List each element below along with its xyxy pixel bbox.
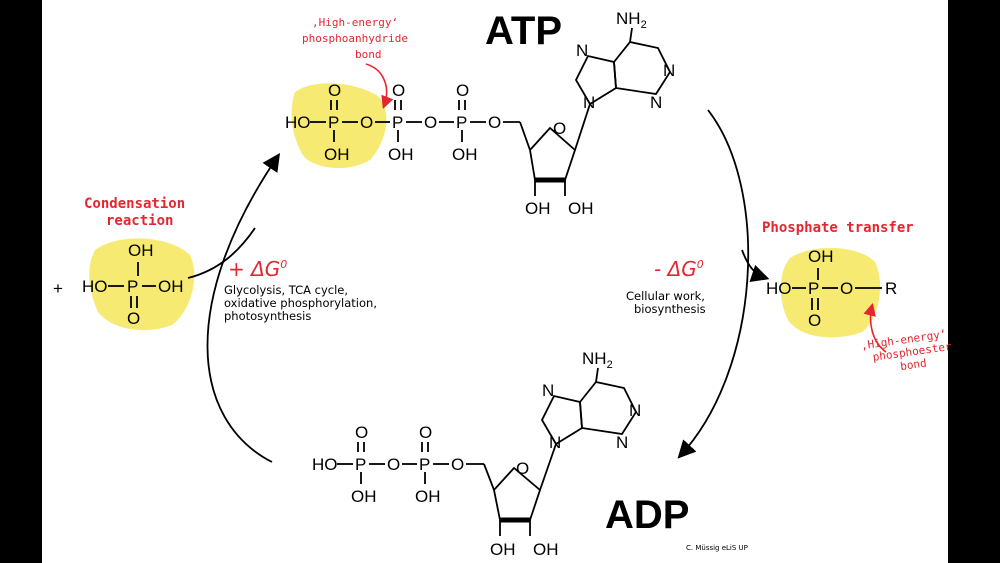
consumption-process-1: Cellular work, <box>626 289 705 303</box>
free-phosphate: + OH HO P OH O <box>53 241 184 328</box>
atp-p3-text: P <box>456 113 467 132</box>
adp-molecule: HO P O P O O O OH OH O OH OH <box>312 349 689 559</box>
consumption-process-2: biosynthesis <box>634 302 706 316</box>
anhydride-line1: ‚High-energy‘ <box>312 16 398 29</box>
atp-p1-text: P <box>328 113 339 132</box>
atp-ho-text: HO <box>285 113 311 132</box>
tp-oh-top: OH <box>808 247 834 266</box>
image-credit: C. Müssig eLiS UP <box>686 544 748 552</box>
tp-o-bottom: O <box>808 311 821 330</box>
pi-oh-right: OH <box>158 277 184 296</box>
adp-o1-text: O <box>387 455 400 474</box>
atp-ribose-o: O <box>553 119 566 138</box>
atp-o-up3: O <box>456 81 469 100</box>
condensation-label: Condensation reaction <box>84 196 185 229</box>
anhydride-line2: phosphoanhydride <box>302 32 408 45</box>
synthesis-process-1: Glycolysis, TCA cycle, <box>224 283 348 297</box>
pi-o-bottom: O <box>127 309 140 328</box>
atp-oh-down2: OH <box>388 145 414 164</box>
plus-dg: + ΔG0 <box>228 257 287 281</box>
anhydride-bond-label: ‚High-energy‘ phosphoanhydride bond <box>302 16 408 109</box>
condensation-line2: reaction <box>106 213 173 229</box>
atp-oh-down3: OH <box>452 145 478 164</box>
hydrolysis-arrow <box>677 109 750 459</box>
adp-title: ADP <box>605 493 689 537</box>
synthesis-energy-label: + ΔG0 Glycolysis, TCA cycle, oxidative p… <box>224 257 377 323</box>
atp-ribose-oh2: OH <box>568 199 594 218</box>
ester-bond-label: ‚High-energy‘ phosphoester bond <box>860 327 953 373</box>
adp-oh-down1: OH <box>351 487 377 506</box>
atp-oh-down1: OH <box>324 145 350 164</box>
adp-ribose-o: O <box>516 459 529 478</box>
tp-ho: HO <box>766 279 792 298</box>
cycle-arrows <box>187 109 770 463</box>
adp-ribose-oh2: OH <box>533 540 559 559</box>
highlight-transferred-phosphate <box>780 247 881 338</box>
hydrolysis-energy-label: - ΔG0 Cellular work, biosynthesis <box>626 257 706 316</box>
atp-n3: N <box>650 93 662 112</box>
adp-ho-text: HO <box>312 455 338 474</box>
synthesis-process-2: oxidative phosphorylation, <box>224 296 377 310</box>
adp-o2-text: O <box>451 455 464 474</box>
atp-o-up1: O <box>328 81 341 100</box>
atp-o2-text: O <box>424 113 437 132</box>
synthesis-process-3: photosynthesis <box>224 309 311 323</box>
adp-ribose-oh1: OH <box>490 540 516 559</box>
minus-dg: - ΔG0 <box>654 257 704 281</box>
phosphate-transfer-label: Phosphate transfer <box>762 220 914 236</box>
tp-o: O <box>840 279 853 298</box>
atp-o1-text: O <box>360 113 373 132</box>
adp-p2-text: P <box>419 455 430 474</box>
plus-sign: + <box>53 279 63 298</box>
atp-n1: N <box>663 61 675 80</box>
adp-nh2: NH2 <box>582 349 613 371</box>
adp-p1-text: P <box>355 455 366 474</box>
highlight-free-phosphate <box>89 238 195 331</box>
atp-p2-text: P <box>392 113 403 132</box>
adp-o-up1: O <box>355 423 368 442</box>
atp-title: ATP <box>485 9 562 53</box>
pi-ho: HO <box>82 277 108 296</box>
atp-nh2: NH2 <box>616 9 647 31</box>
tp-p: P <box>808 279 819 298</box>
atp-o3-text: O <box>488 113 501 132</box>
synthesis-arrow <box>206 153 281 463</box>
atp-molecule: HO P O P O P O O O O OH OH <box>285 9 675 218</box>
atp-n7: N <box>576 41 588 60</box>
adp-n3: N <box>616 433 628 452</box>
atp-n9: N <box>583 93 595 112</box>
adp-o-up2: O <box>419 423 432 442</box>
ester-line3: bond <box>899 356 927 373</box>
adp-n1: N <box>629 401 641 420</box>
pi-oh-top: OH <box>128 241 154 260</box>
anhydride-line3: bond <box>355 48 382 61</box>
tp-r: R <box>885 279 897 298</box>
phosphate-transfer-arrow <box>741 249 770 282</box>
condensation-join-arrow <box>187 227 256 279</box>
adp-n9: N <box>549 433 561 452</box>
adp-n7: N <box>542 381 554 400</box>
pi-p: P <box>127 277 138 296</box>
condensation-line1: Condensation <box>84 196 185 212</box>
highlight-terminal-phosphate <box>291 83 387 169</box>
adp-oh-down2: OH <box>415 487 441 506</box>
atp-o-up2: O <box>392 81 405 100</box>
atp-ribose-oh1: OH <box>525 199 551 218</box>
